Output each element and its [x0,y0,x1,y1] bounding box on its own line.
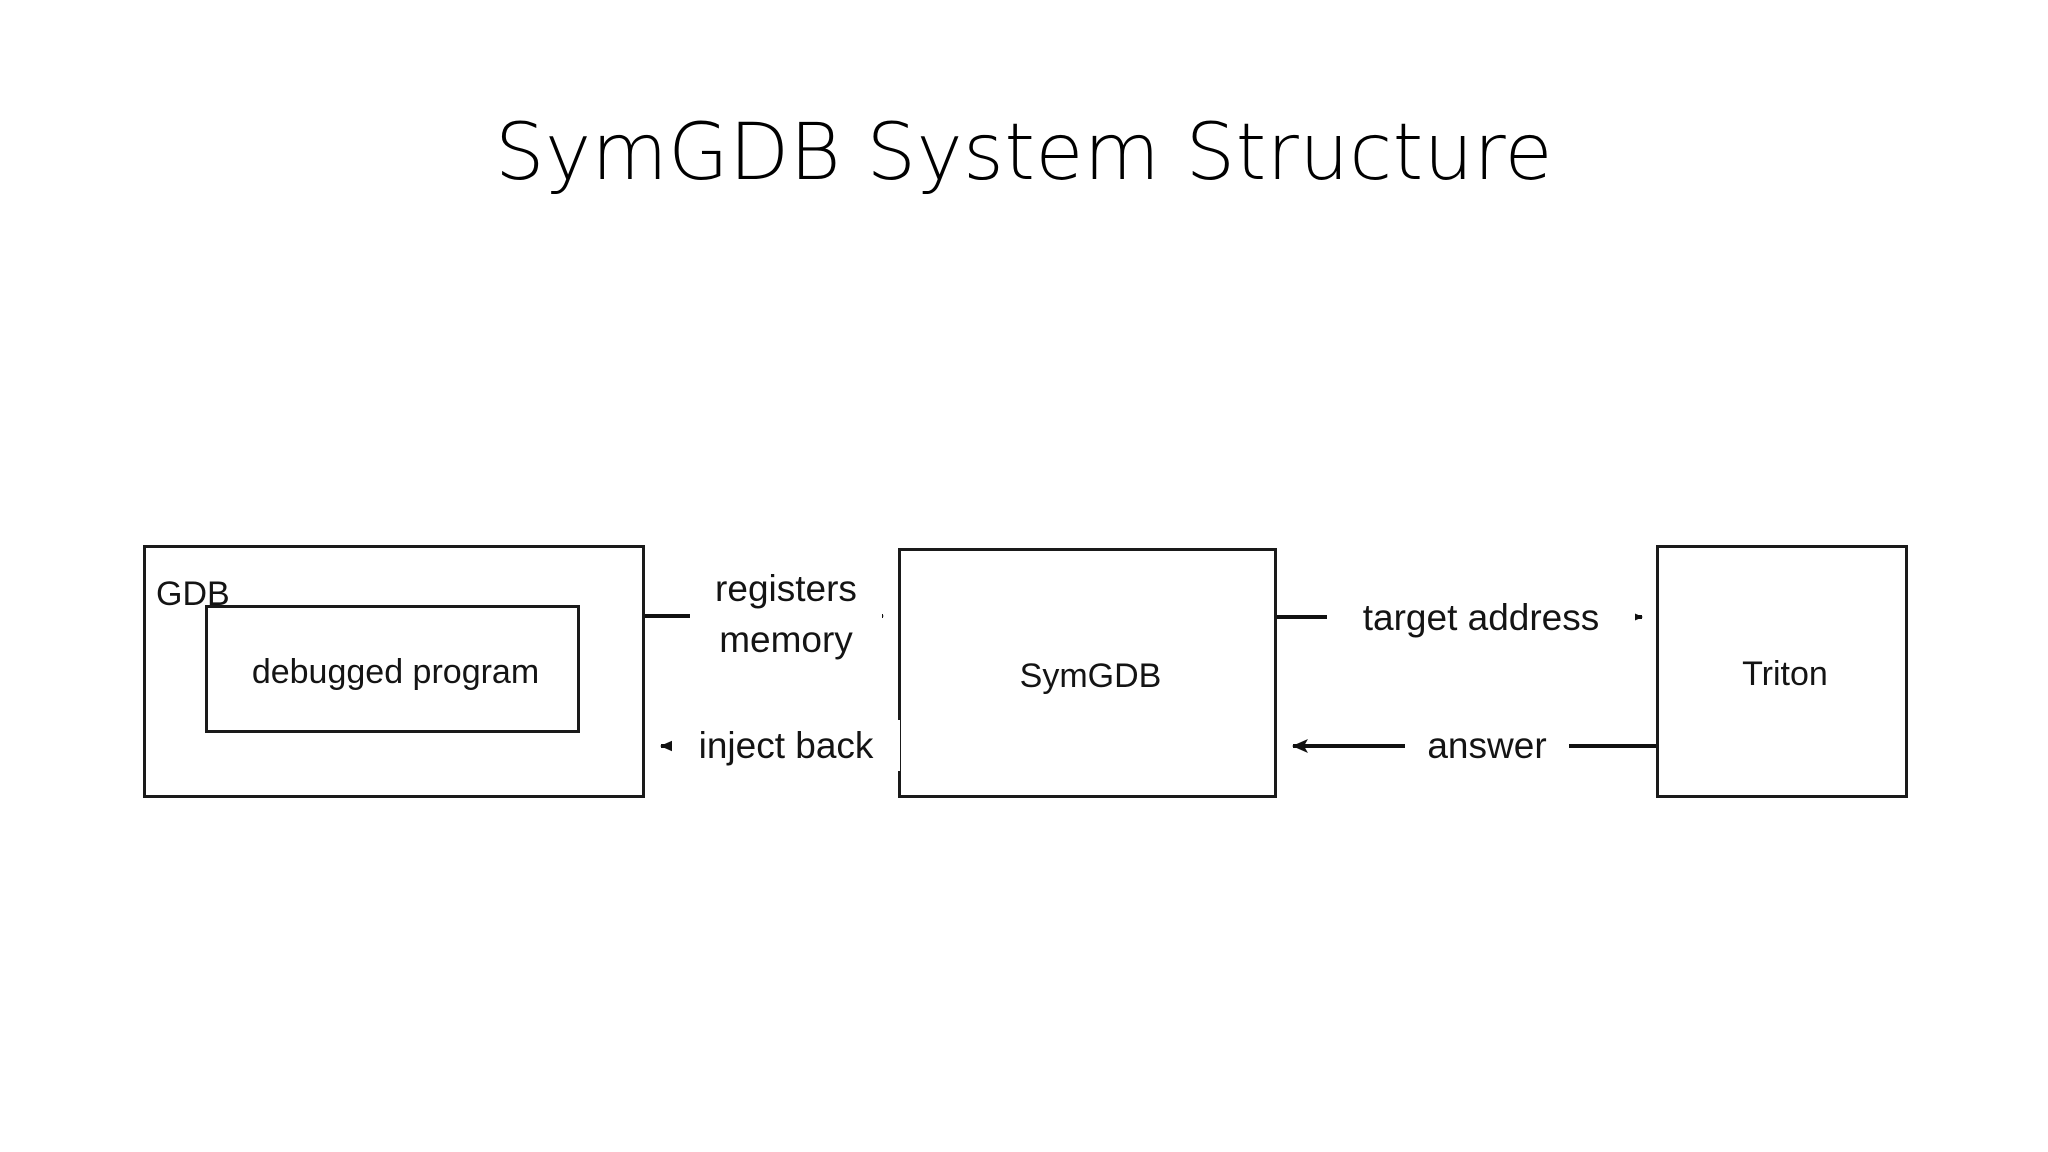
node-symgdb-label: SymGDB [1019,656,1162,695]
edge-label-registers: registers [715,568,857,609]
node-triton[interactable]: Triton [1656,545,1908,798]
edge-label-registers-memory: registers memory [690,563,882,665]
edge-label-target-address: target address [1327,592,1635,643]
page-title: SymGDB System Structure [494,108,1554,198]
node-symgdb[interactable]: SymGDB [898,548,1277,798]
edge-label-answer: answer [1405,720,1569,771]
edge-label-memory: memory [719,619,853,660]
node-triton-label: Triton [1742,655,1828,693]
edge-label-inject-back: inject back [672,720,900,771]
node-debugged-program-label: debugged program [251,652,540,691]
node-debugged-program[interactable]: debugged program [205,605,580,733]
